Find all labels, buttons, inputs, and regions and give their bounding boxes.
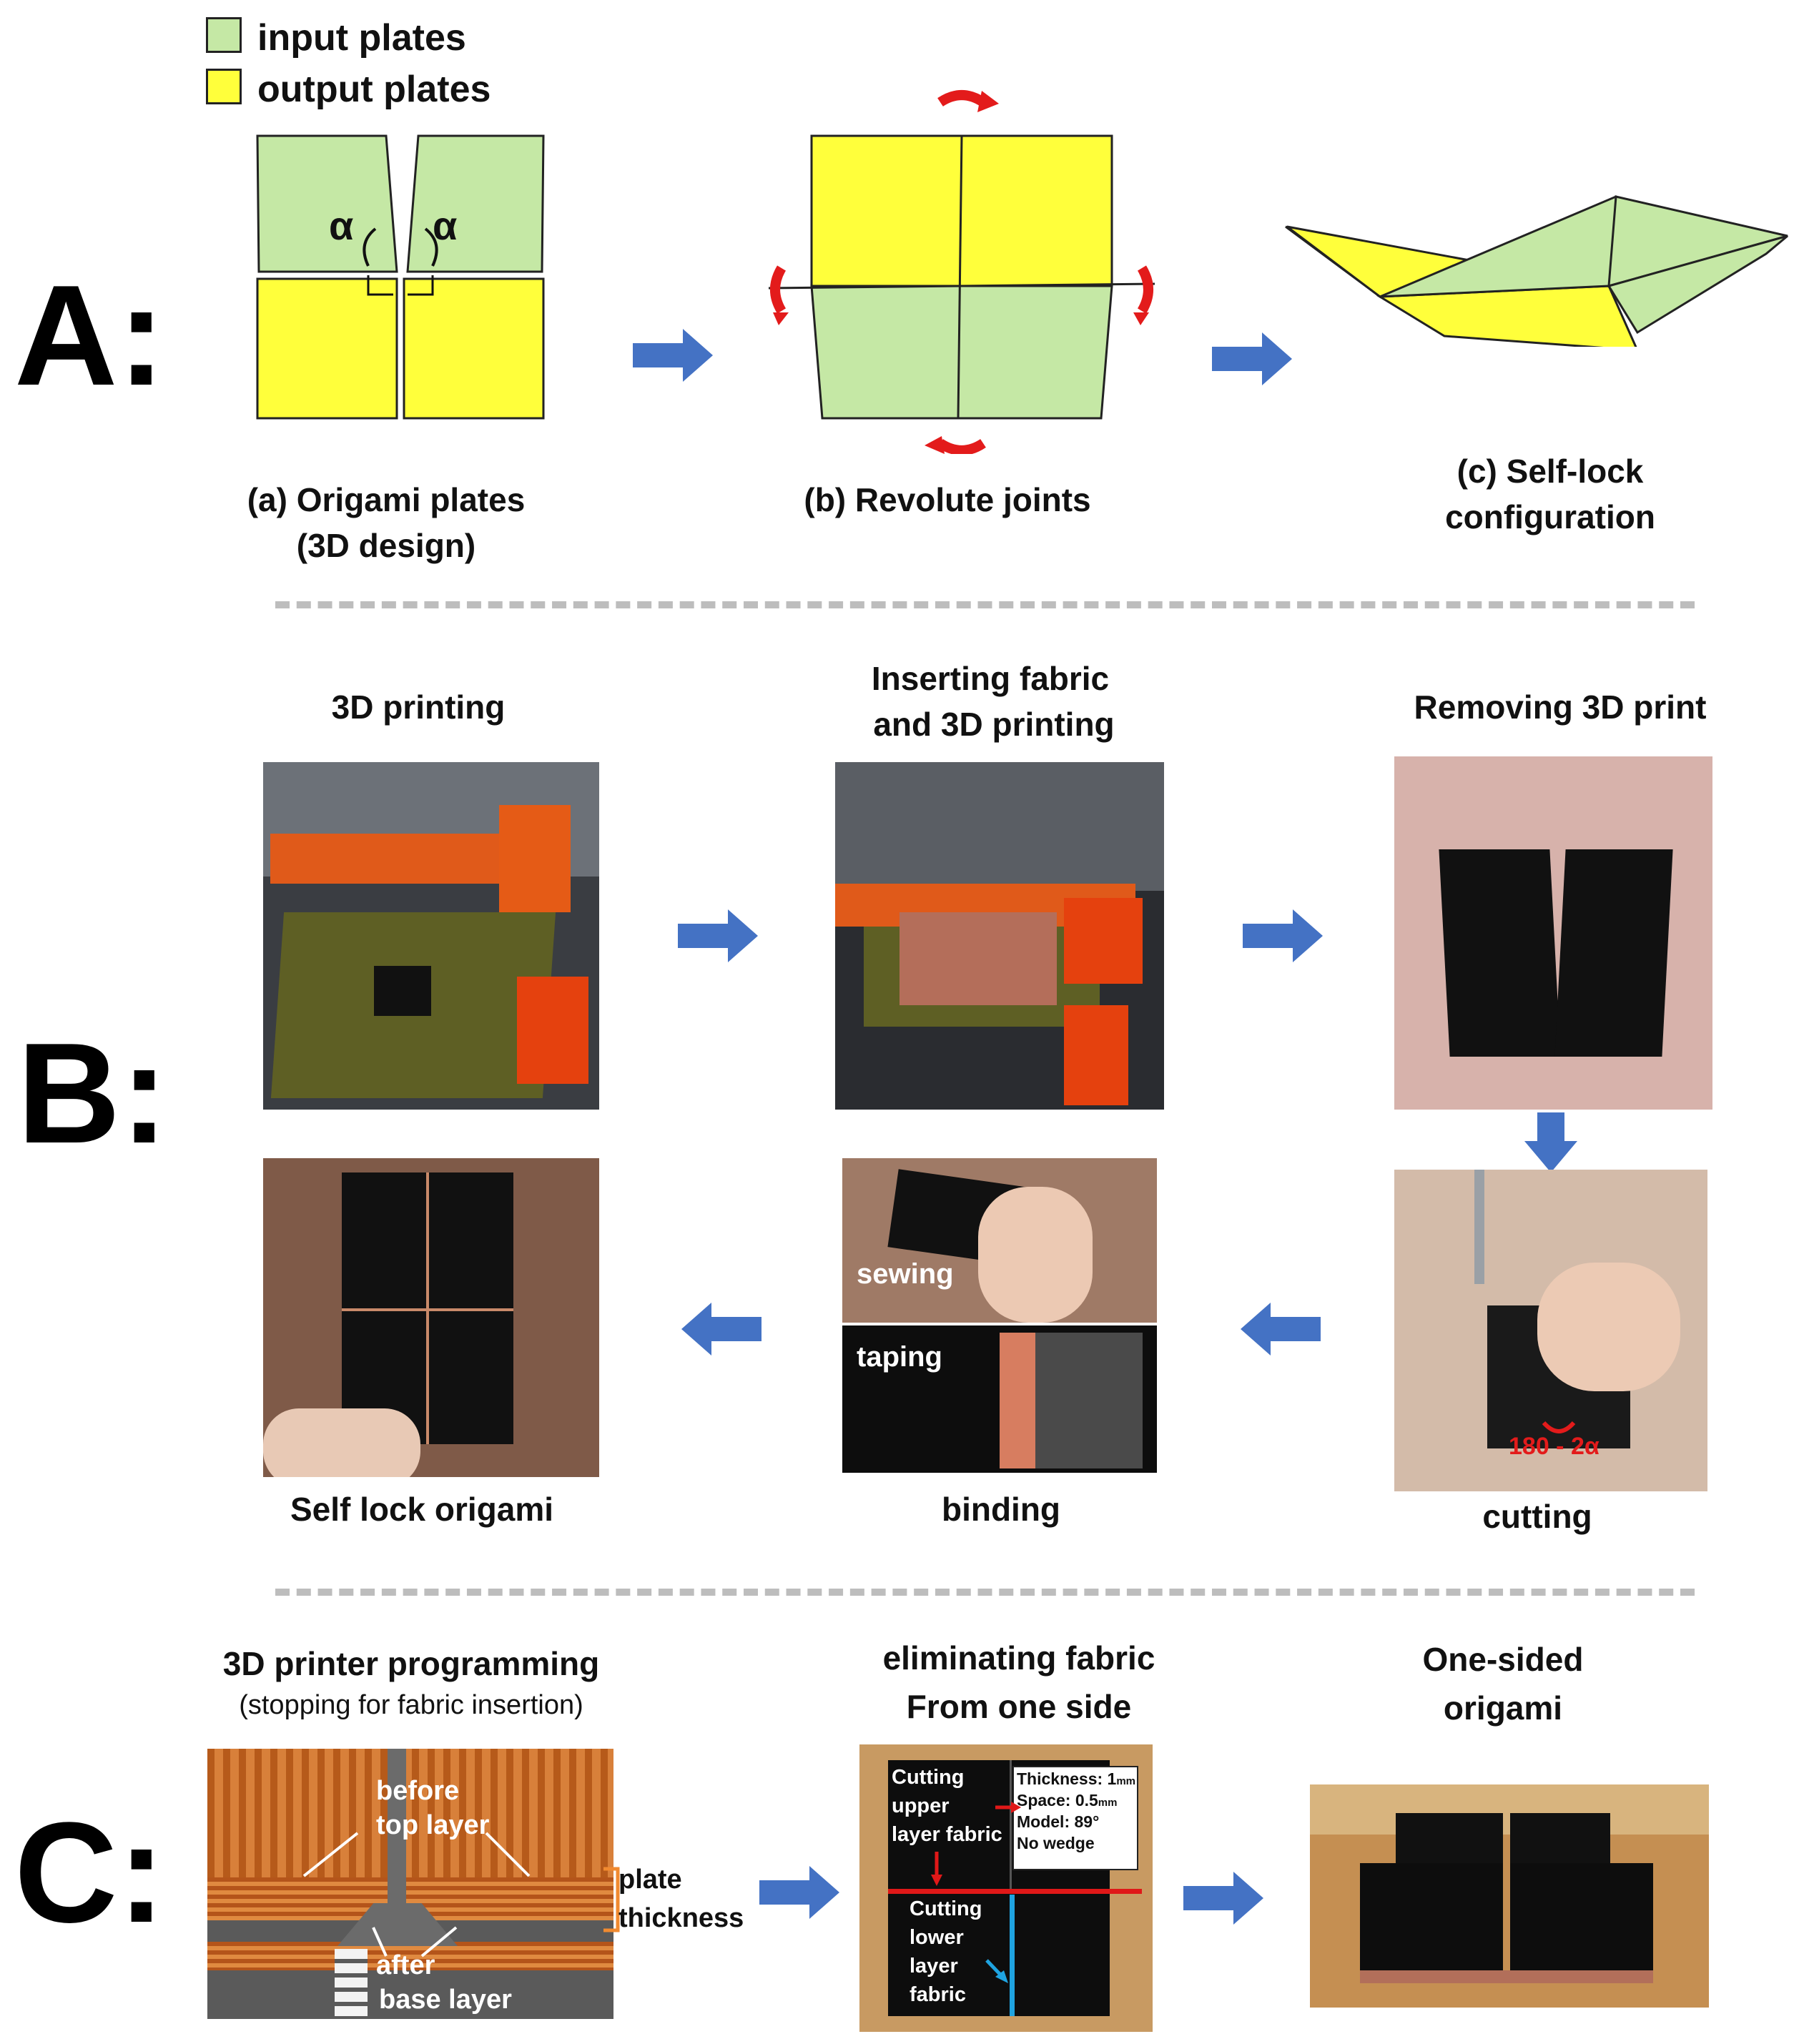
- b-step5-title: binding: [941, 1491, 1061, 1528]
- before-label-2: top layer: [376, 1810, 490, 1840]
- input-plates-bottom: [810, 285, 1113, 420]
- input-plate-left: [256, 134, 398, 273]
- revolute-joints-diagram: [768, 90, 1155, 454]
- b-step1-photo: [263, 762, 599, 1110]
- lower-label-2: lower: [910, 1926, 964, 1949]
- before-label-1: before: [376, 1776, 460, 1806]
- output-plate-right: [403, 277, 545, 420]
- upper-label-1: Cutting: [892, 1766, 965, 1789]
- legend: input plates output plates: [206, 13, 535, 113]
- divider-a-b: [275, 601, 1695, 608]
- legend-swatch-output: [206, 69, 242, 104]
- lower-label-4: fabric: [910, 1983, 966, 2006]
- b-step5-photo-sewing: sewing: [842, 1158, 1157, 1323]
- upper-label-3: layer fabric: [892, 1823, 1002, 1846]
- thickness-bracket: [603, 1867, 620, 1932]
- c-step2-title-1: eliminating fabric: [882, 1639, 1155, 1677]
- alpha-left: α: [329, 203, 353, 248]
- b-step4-photo: 180 - 2α: [1394, 1170, 1707, 1491]
- b-step2-title-1: Inserting fabric: [871, 660, 1110, 697]
- info-wedge: No wedge: [1017, 1833, 1095, 1852]
- arrow-right-icon: [678, 909, 758, 962]
- c-step1-title: 3D printer programming: [222, 1645, 600, 1682]
- arrow-left-icon: [1241, 1303, 1321, 1356]
- b-step4-title: cutting: [1482, 1498, 1592, 1535]
- arrow-left-icon: [681, 1303, 761, 1356]
- c-step3-photo: [1310, 1784, 1709, 2008]
- info-thickness-unit: mm: [1116, 1775, 1136, 1787]
- sewing-label: sewing: [857, 1258, 954, 1290]
- arrow-right-icon: [633, 329, 713, 382]
- arrow-down-icon: [1524, 1112, 1577, 1172]
- arrow-right-icon: [1243, 909, 1323, 962]
- panel-b-caption: (b) Revolute joints: [804, 481, 1091, 518]
- info-box: Thickness: 1mm Space: 0.5mm Model: 89° N…: [1012, 1766, 1138, 1870]
- section-c-letter: C:: [14, 1793, 166, 1952]
- output-plate-left: [256, 277, 398, 420]
- arrow-right-icon: [759, 1866, 839, 1919]
- after-label-2: base layer: [379, 1985, 512, 2015]
- c-step1-render: before top layer after base layer: [207, 1749, 613, 2019]
- info-thickness: Thickness: 1: [1017, 1769, 1117, 1788]
- b-step2-photo: [835, 762, 1164, 1110]
- section-b-letter: B:: [17, 1014, 169, 1173]
- input-plate-right: [406, 134, 545, 273]
- lower-label-1: Cutting: [910, 1897, 982, 1920]
- plate-label-2: thickness: [618, 1903, 744, 1933]
- panel-a-caption-1: (a) Origami plates: [247, 481, 526, 518]
- legend-input-label: input plates: [257, 17, 466, 59]
- b-step6-photo: [263, 1158, 599, 1477]
- c-step1-subtitle: (stopping for fabric insertion): [239, 1690, 583, 1720]
- b-step3-title: Removing 3D print: [1414, 688, 1707, 726]
- info-space-unit: mm: [1098, 1796, 1118, 1809]
- b-step6-title: Self lock origami: [290, 1491, 554, 1528]
- c-step2-title-2: From one side: [906, 1688, 1132, 1725]
- cut-angle-label: 180 - 2α: [1509, 1433, 1600, 1460]
- rotation-arrow-icon: [770, 90, 1153, 454]
- info-model: Model: 89°: [1017, 1812, 1100, 1831]
- divider-b-c: [275, 1589, 1695, 1596]
- b-step1-title: 3D printing: [331, 688, 506, 726]
- arrow-right-icon: [1183, 1872, 1263, 1925]
- upper-label-2: upper: [892, 1794, 950, 1817]
- arrow-right-icon: [1212, 332, 1292, 385]
- self-lock-diagram: [1285, 195, 1788, 347]
- b-step3-photo: [1394, 756, 1712, 1110]
- c-step3-title-1: One-sided: [1422, 1641, 1584, 1678]
- c-step2-photo: Thickness: 1mm Space: 0.5mm Model: 89° N…: [859, 1744, 1153, 2032]
- panel-a-caption-2: (3D design): [296, 527, 476, 564]
- b-step2-title-2: and 3D printing: [873, 706, 1115, 743]
- taping-label: taping: [857, 1341, 942, 1373]
- alpha-right: α: [433, 203, 457, 248]
- legend-swatch-input: [206, 17, 242, 53]
- section-a-letter: A:: [14, 256, 166, 415]
- panel-c-caption-1: (c) Self-lock: [1456, 453, 1644, 490]
- lower-label-3: layer: [910, 1955, 958, 1978]
- origami-plates-diagram: α α: [256, 134, 545, 420]
- plate-label-1: plate: [618, 1865, 682, 1895]
- legend-output-label: output plates: [257, 69, 491, 110]
- b-step5-photo-taping: taping: [842, 1325, 1157, 1473]
- info-space: Space: 0.5: [1017, 1790, 1098, 1810]
- panel-c-caption-2: configuration: [1445, 498, 1655, 535]
- c-step3-title-2: origami: [1443, 1689, 1563, 1727]
